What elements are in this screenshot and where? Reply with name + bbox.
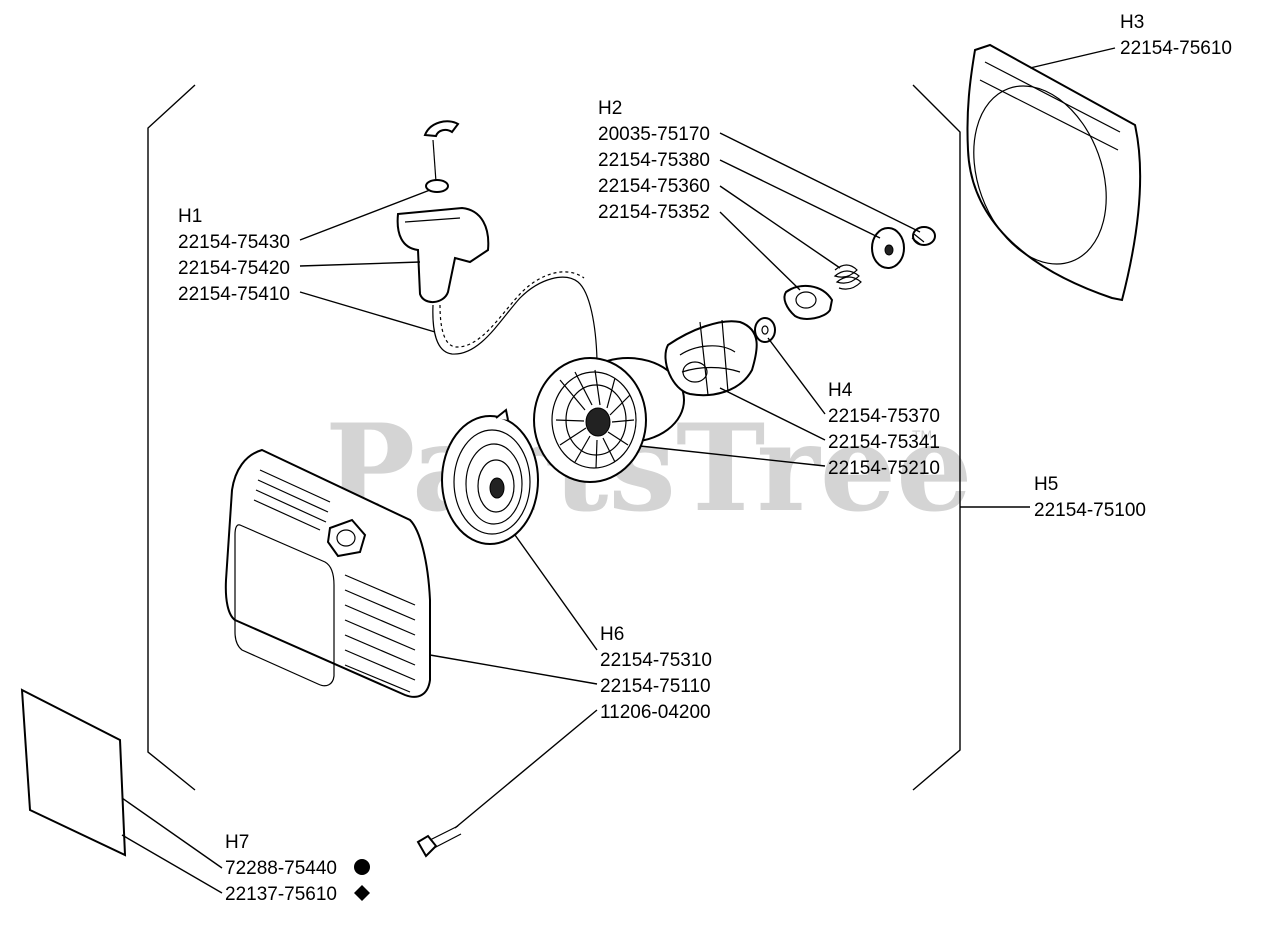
leader-lines <box>121 47 1116 894</box>
part-number[interactable]: 22137-75610 <box>225 884 337 905</box>
part-number[interactable]: 22154-75360 <box>598 176 710 197</box>
callout-h6: H6 22154-75310 22154-75110 11206-04200 <box>600 624 712 723</box>
bolt-part[interactable] <box>416 825 462 858</box>
housing-vents <box>344 574 416 693</box>
part-number[interactable]: 22154-75410 <box>178 284 290 305</box>
group-label-h4: H4 <box>828 380 853 401</box>
assembly-bracket-right <box>912 84 1030 791</box>
starter-housing-part[interactable] <box>224 448 431 698</box>
part-number[interactable]: 22154-75310 <box>600 650 712 671</box>
part-number[interactable]: 22154-75341 <box>828 432 940 453</box>
callout-h2: H2 20035-75170 22154-75380 22154-75360 2… <box>598 98 710 223</box>
part-number[interactable]: 22154-75110 <box>600 676 711 697</box>
callout-h7: H7 72288-75440 22137-75610 <box>225 832 370 905</box>
group-label-h2: H2 <box>598 98 622 119</box>
callout-h3: H3 22154-75610 <box>1120 12 1232 59</box>
part-number[interactable]: 22154-75420 <box>178 258 290 279</box>
spring-part[interactable] <box>833 264 862 290</box>
plate-part[interactable] <box>871 227 905 269</box>
part-number[interactable]: 22154-75210 <box>828 458 940 479</box>
callout-h1: H1 22154-75430 22154-75420 22154-75410 <box>178 206 290 305</box>
callout-h4: H4 22154-75370 22154-75341 22154-75210 <box>828 380 940 479</box>
callout-h5: H5 22154-75100 <box>1034 474 1146 521</box>
part-number[interactable]: 22154-75610 <box>1120 38 1232 59</box>
recoil-spring-case-part[interactable] <box>441 408 539 545</box>
group-label-h6: H6 <box>600 624 624 645</box>
washer-part[interactable] <box>754 317 776 343</box>
diamond-marker-icon <box>354 885 370 901</box>
part-number[interactable]: 22154-75430 <box>178 232 290 253</box>
ratchet-part[interactable] <box>664 319 758 397</box>
rope-reel-part[interactable] <box>533 357 685 483</box>
part-number[interactable]: 22154-75380 <box>598 150 710 171</box>
circle-marker-icon <box>354 859 370 875</box>
part-number[interactable]: 22154-75100 <box>1034 500 1146 521</box>
group-label-h3: H3 <box>1120 12 1144 33</box>
starter-handle-part[interactable] <box>396 120 490 303</box>
cover-part[interactable] <box>950 43 1142 302</box>
part-number[interactable]: 20035-75170 <box>598 124 710 145</box>
group-label-h1: H1 <box>178 206 202 227</box>
part-number[interactable]: 22154-75370 <box>828 406 940 427</box>
assembly-bracket-left <box>147 84 196 791</box>
label-plate-part[interactable] <box>20 688 127 857</box>
watermark-trademark: TM <box>912 427 932 443</box>
part-number[interactable]: 11206-04200 <box>600 702 711 723</box>
starter-rope-part <box>432 271 598 361</box>
part-number[interactable]: 22154-75352 <box>598 202 710 223</box>
group-label-h7: H7 <box>225 832 249 853</box>
part-number[interactable]: 72288-75440 <box>225 858 337 879</box>
group-label-h5: H5 <box>1034 474 1058 495</box>
friction-cap-part[interactable] <box>783 284 834 320</box>
